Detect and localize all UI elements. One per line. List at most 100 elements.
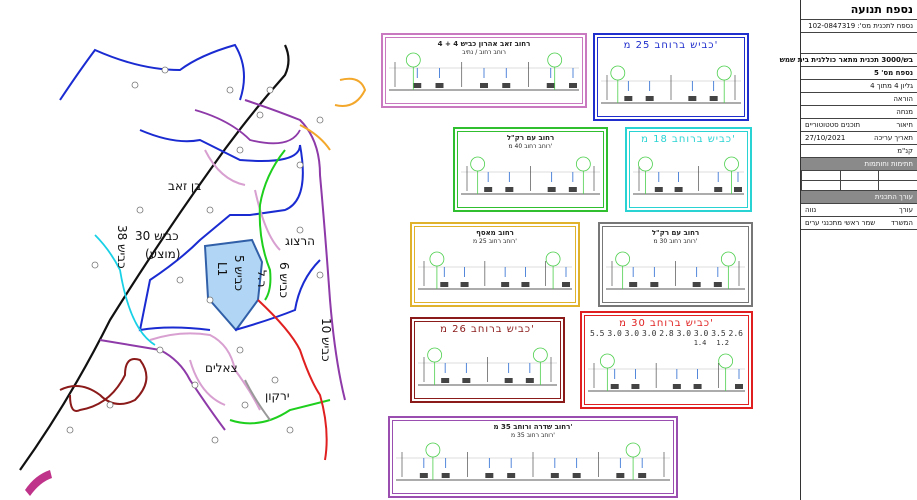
darkred-road bbox=[59, 358, 148, 412]
cross-section-subtitle: רוחב רחוב 40 מ' bbox=[508, 143, 553, 150]
title-block-rows: הוראה מנחה חיאור תוכנים סטטוטוריים תאריך ערי… bbox=[801, 93, 917, 158]
plan-desc: בש/3000 תכנית מתאר כוללנית בית שמש bbox=[780, 54, 917, 67]
purple-road-west bbox=[99, 339, 226, 431]
cross-section-title: רחוב מאסף bbox=[476, 229, 514, 237]
corner-logo bbox=[25, 470, 52, 496]
title-block: נספח תנועה נספח לתכנית מס': 102-0847319 … bbox=[780, 0, 917, 500]
cross-section-subtitle: רוחב רחוב 25 מ' bbox=[473, 238, 517, 245]
black-main-road bbox=[19, 44, 290, 471]
cross-section-drawing bbox=[588, 353, 745, 392]
cross-section-drawing bbox=[601, 65, 741, 104]
title-block-row: תאריך עריכה 27/10/2021 bbox=[801, 132, 917, 145]
appendix-number: נספח מס' 5 bbox=[801, 67, 917, 80]
cross-section-drawing bbox=[633, 156, 744, 195]
signatures-header: חתימות וחותמות bbox=[801, 158, 917, 171]
label-rd5: כביש 5 bbox=[232, 255, 246, 291]
row-key: תאריך עריכה bbox=[874, 134, 913, 142]
cross-section-subtitle: רוחב רחוב 30 מ' bbox=[653, 238, 698, 245]
blue-road-east bbox=[234, 259, 321, 331]
label-yarkon: ירקון bbox=[265, 389, 290, 403]
cyan-road bbox=[94, 234, 156, 346]
sheet-number: גליון 4 מתוך 4 bbox=[801, 80, 917, 93]
cross-section-drawing bbox=[389, 52, 579, 91]
row-key: הוראה bbox=[893, 95, 913, 103]
label-route30: כביש 30 bbox=[135, 229, 179, 243]
cross-section-p7[interactable]: כביש ברוחב 26 מ' bbox=[410, 317, 565, 403]
sig-grid-1 bbox=[800, 171, 917, 181]
cross-section-title: כביש ברוחב 18 מ' bbox=[641, 134, 736, 145]
dimension-label: 5.5 bbox=[590, 329, 605, 338]
dimension-label: 1.4 bbox=[693, 339, 707, 347]
purple-road-mid bbox=[194, 109, 301, 145]
gray-road bbox=[244, 379, 271, 421]
author-row: עורך נווה bbox=[801, 204, 917, 217]
cross-section-p9[interactable]: רחוב שדרה ורוחב 35 מ'רוחב רחוב 35 מ' bbox=[388, 416, 678, 498]
cross-section-drawing bbox=[396, 442, 670, 481]
label-rd10: כביש 10 bbox=[319, 318, 333, 362]
row-value: נווה bbox=[805, 206, 817, 214]
author-header: עורך התכנית bbox=[801, 191, 917, 204]
red-road bbox=[257, 299, 328, 461]
row-key: המשרד bbox=[890, 219, 913, 227]
title-block-row: מנחה bbox=[801, 106, 917, 119]
green-road bbox=[229, 149, 331, 425]
label-rd38: 38 כביש bbox=[115, 225, 129, 269]
cross-section-drawing bbox=[418, 251, 572, 290]
plan-number: נספח לתכנית מס': 102-0847319 bbox=[801, 20, 917, 33]
label-route30-sub: (מוצע) bbox=[145, 247, 180, 261]
appendix-title: נספח תנועה bbox=[801, 0, 917, 20]
row-key: חיאור bbox=[896, 121, 913, 129]
cross-section-title: רחוב זאב אהרון כביש 4 + 4 bbox=[437, 40, 531, 48]
title-block-row: הוראה bbox=[801, 93, 917, 106]
sig-grid-2 bbox=[800, 181, 917, 191]
orange-road bbox=[299, 77, 367, 151]
cross-section-dimensions-2: 1.4 1.2 bbox=[694, 339, 729, 347]
junction-markers bbox=[66, 66, 324, 444]
cross-section-title: כביש ברוחב 26 מ' bbox=[440, 324, 535, 335]
author-row: המשרד שמר ראשי מתכנני ערים bbox=[801, 217, 917, 230]
dimension-label: 3.0 bbox=[693, 329, 709, 338]
cross-section-drawing bbox=[418, 347, 557, 386]
row-value: 27/10/2021 bbox=[805, 134, 846, 142]
row-value: שמר ראשי מתכנני ערים bbox=[805, 219, 876, 227]
dimension-label: 3.0 bbox=[641, 329, 657, 338]
cross-section-drawing bbox=[606, 251, 745, 290]
row-value: תוכנים סטטוטוריים bbox=[805, 121, 861, 129]
purple-road-east bbox=[244, 99, 346, 401]
cross-section-drawing bbox=[461, 156, 600, 195]
dimension-label: 3.5 bbox=[711, 329, 726, 338]
dimension-label: 3.0 bbox=[624, 329, 640, 338]
blue-road-loop bbox=[138, 129, 304, 332]
dimension-label: 2.8 bbox=[659, 329, 674, 338]
dimension-label: 2.6 bbox=[728, 329, 743, 338]
cross-section-p4[interactable]: כביש ברוחב 18 מ' bbox=[625, 127, 752, 212]
row-key: מנחה bbox=[896, 108, 913, 116]
blue-road-north bbox=[59, 43, 245, 101]
title-block-row: קנ"מ bbox=[801, 145, 917, 158]
pink-roads bbox=[149, 149, 281, 411]
cross-section-title: כביש ברוחב 30 מ' bbox=[619, 318, 714, 329]
label-lr: ר.ל bbox=[255, 270, 269, 287]
row-key: קנ"מ bbox=[897, 147, 913, 155]
label-herzog: הרצוג bbox=[285, 234, 315, 248]
row-key: עורך bbox=[899, 206, 913, 214]
title-block-row: חיאור תוכנים סטטוטוריים bbox=[801, 119, 917, 132]
cross-section-subtitle: רוחב רחוב / נתיב bbox=[462, 49, 506, 56]
cross-section-title: רחוב שדרה ורוחב 35 מ' bbox=[493, 423, 573, 431]
dimension-label: 3.0 bbox=[676, 329, 692, 338]
road-network-map: בן זאב הרצוג כביש 30 (מוצע) 38 כביש כביש… bbox=[19, 43, 367, 496]
cross-section-p2[interactable]: כביש ברוחב 25 מ' bbox=[593, 33, 749, 121]
label-tzeelim: צאלים bbox=[205, 361, 238, 375]
cross-section-subtitle: רוחב רחוב 35 מ' bbox=[511, 432, 555, 439]
author-rows: עורך נווה המשרד שמר ראשי מתכנני ערים bbox=[801, 204, 917, 230]
label-ben-zeev: בן זאב bbox=[168, 179, 201, 193]
cross-section-title: כביש ברוחב 25 מ' bbox=[623, 40, 719, 51]
dimension-label: 3.0 bbox=[607, 329, 622, 338]
dimension-label: 1.2 bbox=[716, 339, 729, 347]
